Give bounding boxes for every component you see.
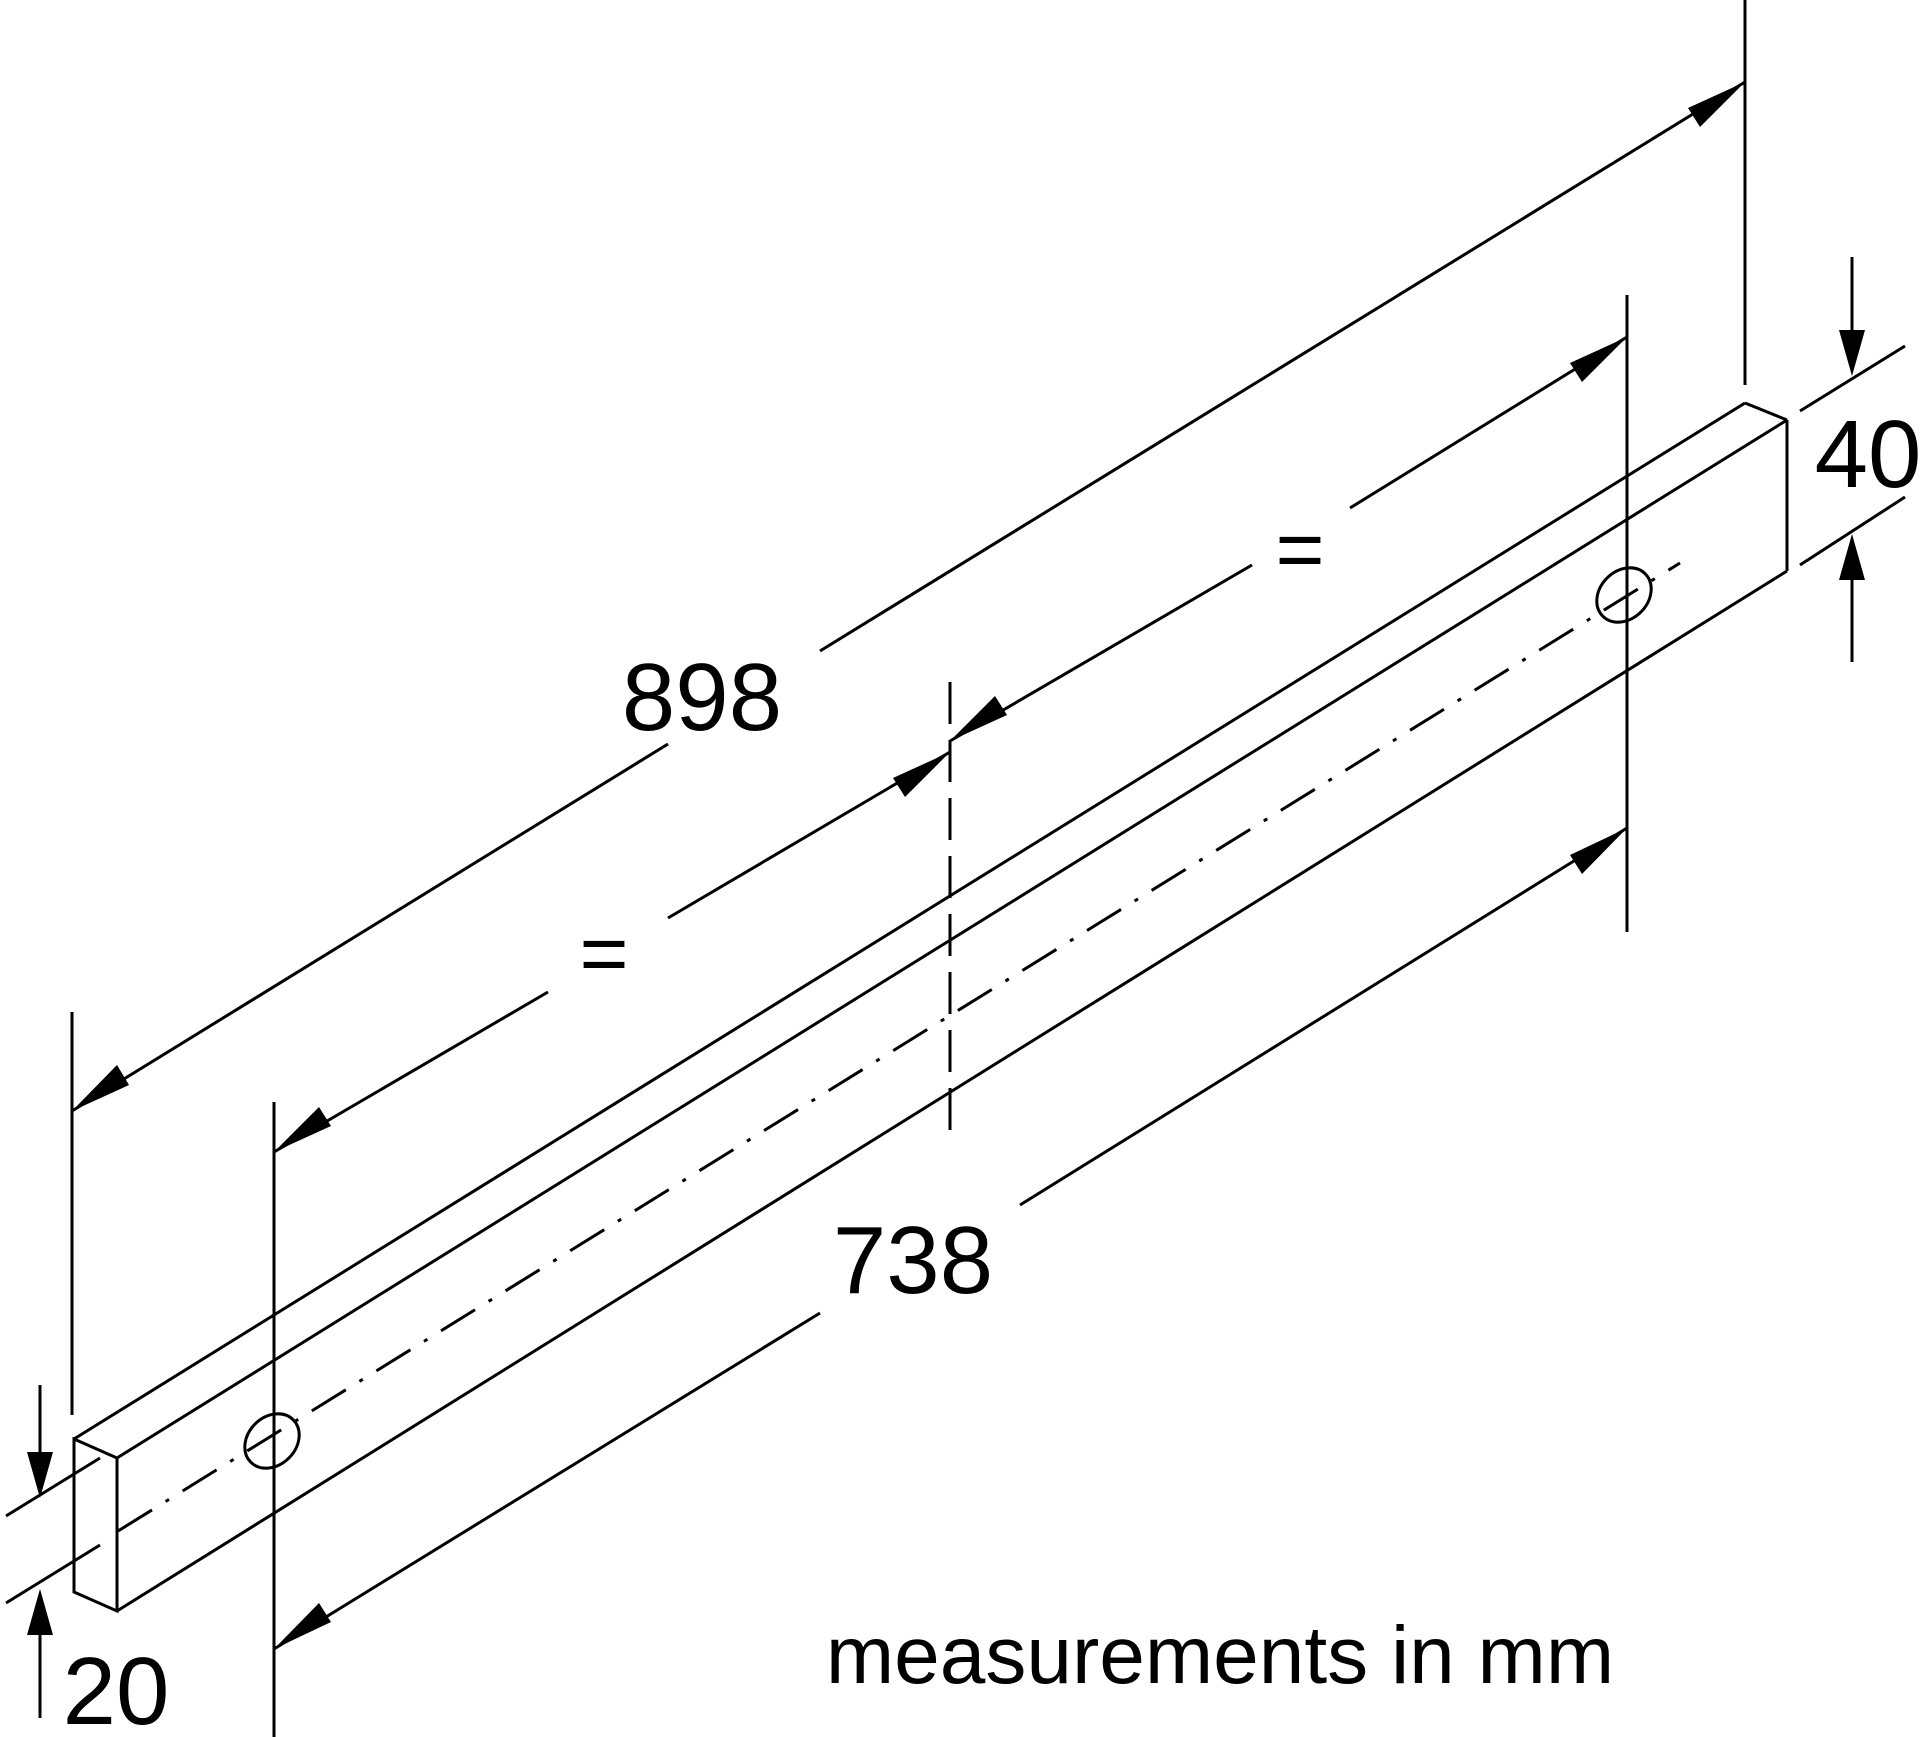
dimension-arrows-20 xyxy=(27,1385,53,1718)
right-mounting-hole xyxy=(1595,566,1653,624)
dimension-line-equal-right xyxy=(949,335,1628,743)
extension-lines xyxy=(5,0,1906,1737)
dimension-line-equal-left xyxy=(273,750,951,1154)
dimension-line-898 xyxy=(71,80,1746,1113)
label-40: 40 xyxy=(1815,401,1921,508)
equal-mark-right: = xyxy=(1275,502,1324,596)
bar-outline xyxy=(72,401,1789,1614)
dimension-arrows-40 xyxy=(1839,257,1865,662)
bar-centerline xyxy=(117,561,1681,1533)
dimension-line-738 xyxy=(273,826,1628,1651)
left-mounting-hole xyxy=(243,1412,301,1470)
label-738: 738 xyxy=(833,1207,993,1314)
label-898: 898 xyxy=(622,644,782,751)
equal-mark-left: = xyxy=(579,906,628,1000)
label-20: 20 xyxy=(63,1638,170,1737)
units-caption: measurements in mm xyxy=(826,1610,1614,1701)
